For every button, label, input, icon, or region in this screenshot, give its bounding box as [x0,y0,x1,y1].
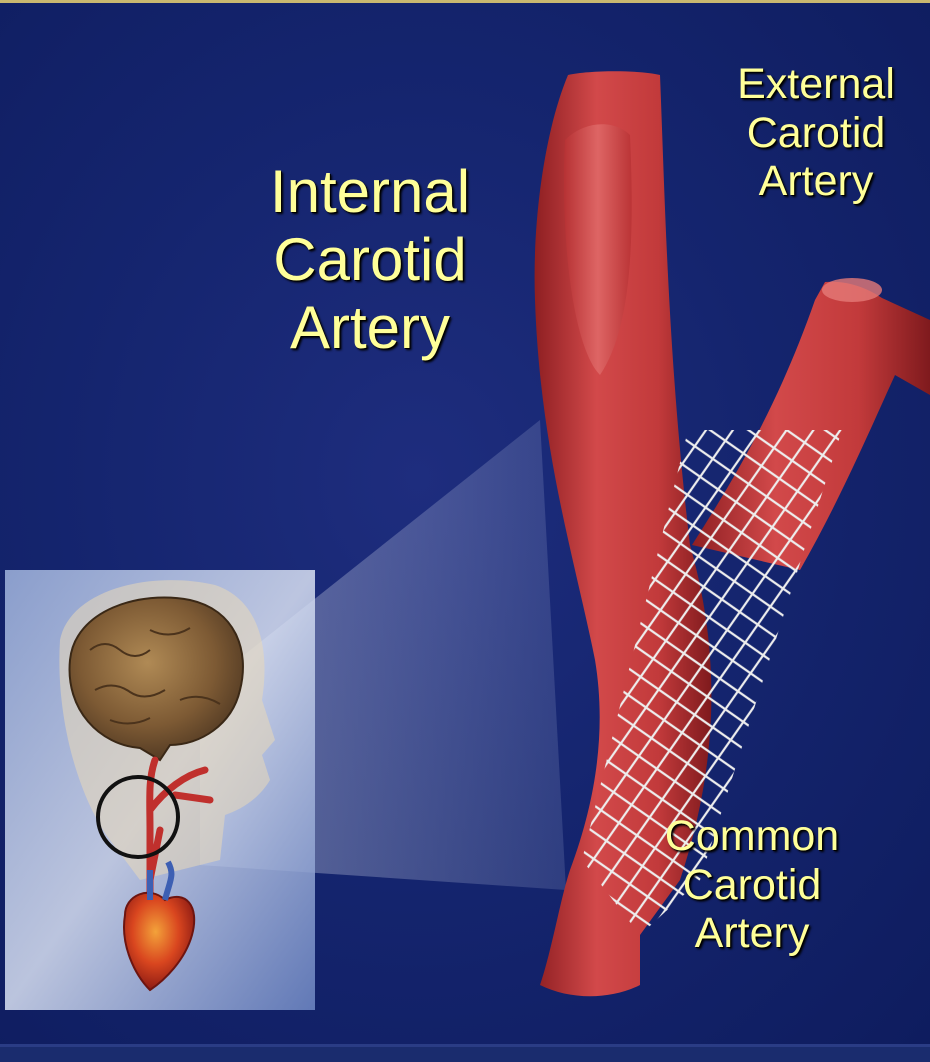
common-carotid-line-2: Carotid [630,861,874,910]
internal-carotid-label: Internal Carotid Artery [220,158,520,361]
common-carotid-line-1: Common [630,812,874,861]
external-carotid-line-3: Artery [700,157,930,206]
common-carotid-line-3: Artery [630,909,874,958]
common-carotid-label: Common Carotid Artery [630,812,874,958]
internal-carotid-line-1: Internal [220,158,520,226]
internal-carotid-line-2: Carotid [220,226,520,294]
external-carotid-label: External Carotid Artery [700,60,930,206]
external-carotid-line-2: Carotid [700,109,930,158]
bottom-band [0,1044,930,1062]
internal-carotid-line-3: Artery [220,294,520,362]
inset-panel [5,570,315,1010]
external-carotid-line-1: External [700,60,930,109]
